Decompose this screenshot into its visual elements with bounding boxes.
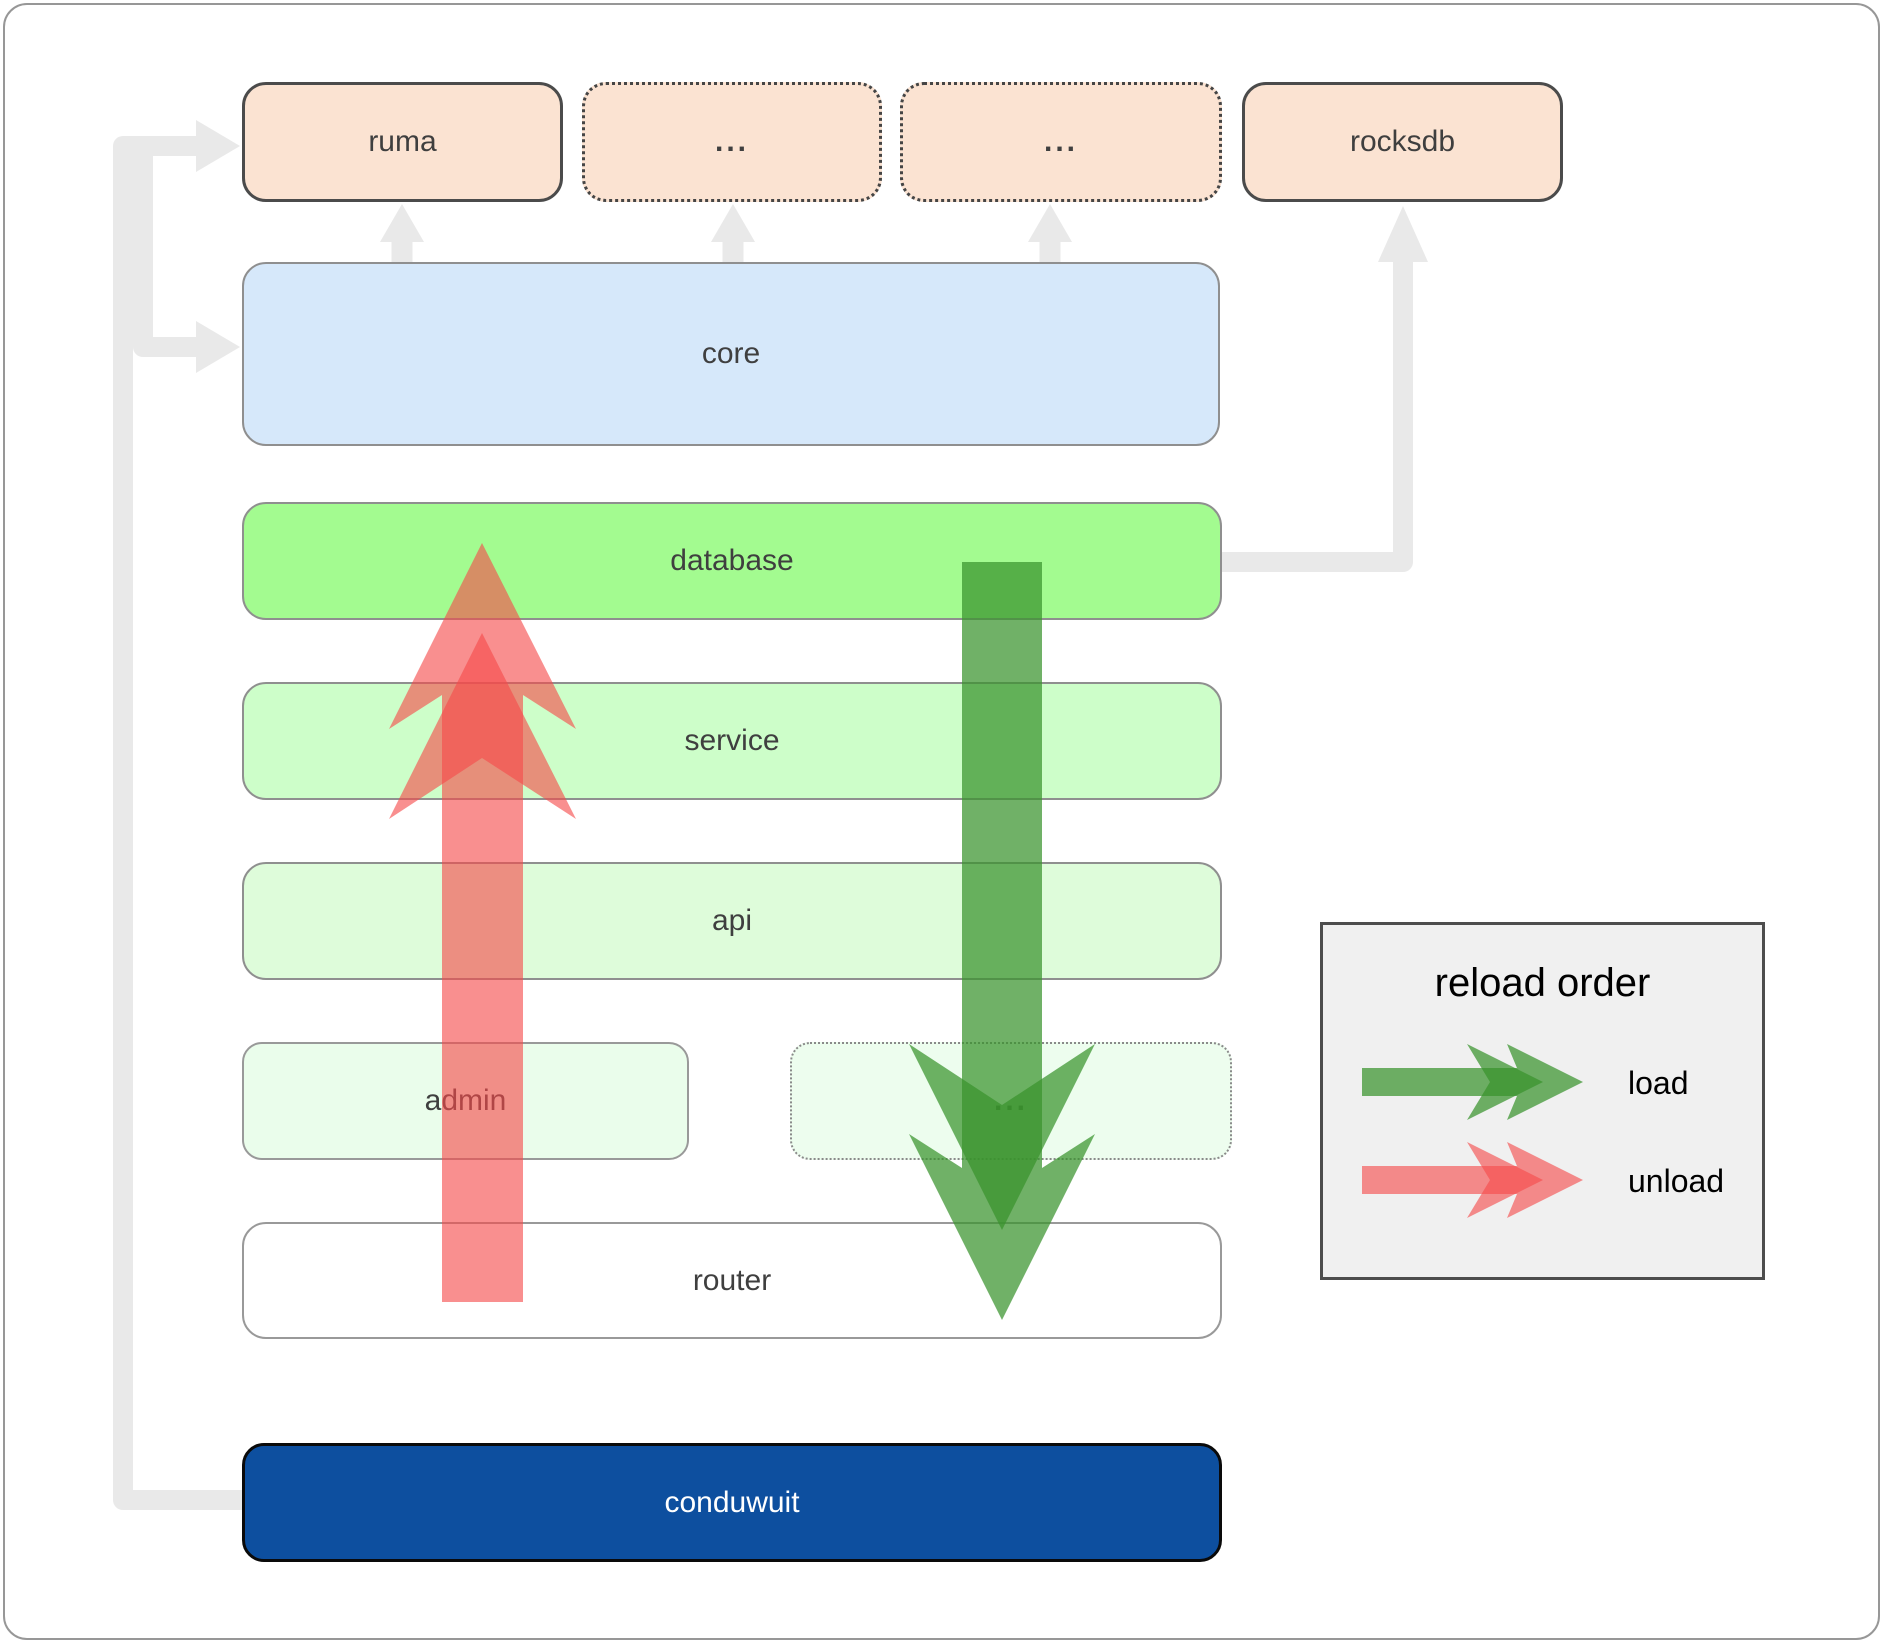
node-admin-ellipsis: ...	[790, 1042, 1232, 1160]
node-api: api	[242, 862, 1222, 980]
node-router-label: router	[692, 1263, 772, 1297]
node-dependency-ellipsis-1-label: ...	[714, 125, 749, 158]
node-conduwuit-label: conduwuit	[664, 1485, 800, 1519]
connector-conduwuit-ruma-arrowhead	[196, 120, 240, 172]
connector-core-dep3-arrowhead	[1028, 204, 1072, 242]
connector-conduwuit-core	[133, 150, 196, 357]
node-router: router	[242, 1222, 1222, 1339]
connector-database-rocksdb	[1222, 260, 1413, 572]
node-database: database	[242, 502, 1222, 620]
node-api-label: api	[711, 904, 753, 937]
node-service: service	[242, 682, 1222, 800]
node-rocksdb-label: rocksdb	[1349, 125, 1456, 158]
node-core: core	[242, 262, 1220, 446]
node-service-label: service	[684, 724, 780, 757]
node-admin-label: admin	[424, 1084, 507, 1117]
connector-core-ruma-arrowhead	[380, 204, 424, 242]
connector-conduwuit-core-arrowhead	[196, 321, 240, 373]
node-dependency-ellipsis-1: ...	[582, 82, 882, 202]
page-border	[3, 3, 1880, 1640]
node-core-label: core	[701, 337, 761, 370]
connector-core-dep2-arrowhead	[711, 204, 755, 242]
node-rocksdb: rocksdb	[1242, 82, 1563, 202]
legend-reload-order: reload order load unload	[1320, 922, 1765, 1280]
node-dependency-ellipsis-2-label: ...	[1043, 125, 1078, 158]
legend-load-label: load	[1628, 1065, 1689, 1101]
legend-unload-label: unload	[1628, 1163, 1725, 1199]
legend-title: reload order	[1434, 961, 1651, 1005]
connector-database-rocksdb-arrowhead	[1378, 206, 1428, 262]
node-database-label: database	[670, 544, 794, 577]
node-admin: admin	[242, 1042, 689, 1160]
node-ruma: ruma	[242, 82, 563, 202]
node-dependency-ellipsis-2: ...	[900, 82, 1222, 202]
connector-conduwuit-ruma	[113, 136, 242, 1510]
node-ruma-label: ruma	[368, 125, 437, 158]
node-conduwuit: conduwuit	[242, 1443, 1222, 1562]
node-admin-ellipsis-label: ...	[993, 1084, 1028, 1117]
